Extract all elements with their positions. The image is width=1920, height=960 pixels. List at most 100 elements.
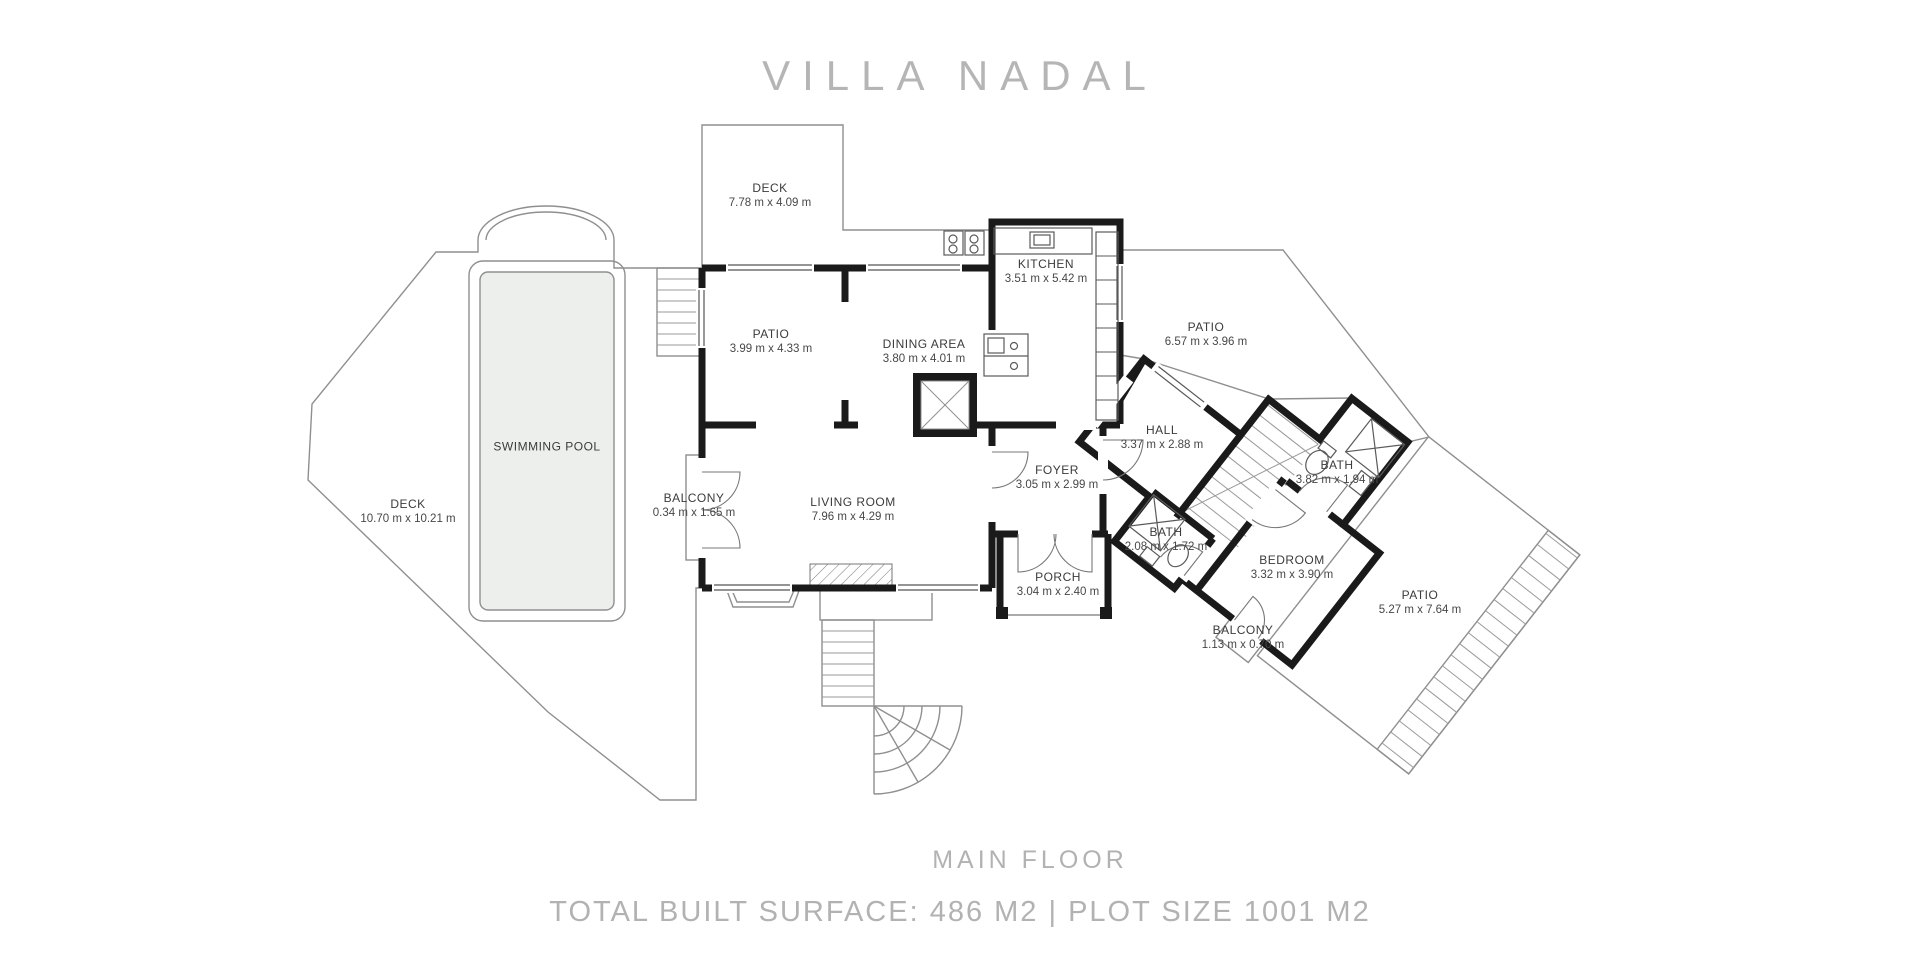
stair-fan-radial-1 — [873, 705, 919, 783]
stove-unit-2 — [964, 230, 985, 256]
island-hob — [1009, 341, 1019, 351]
opening-bedroom-door — [1244, 481, 1284, 527]
kitchen-counter-right — [1095, 231, 1119, 421]
wall-openings — [696, 262, 1125, 593]
wing-outer-wall — [1074, 354, 1413, 670]
door-bath-guest — [1160, 545, 1204, 576]
stair-fan-arc-2 — [873, 705, 923, 755]
kitchen-island — [983, 333, 1029, 377]
stair-tread — [1450, 654, 1483, 680]
opening-patio-dining — [840, 302, 850, 400]
pool-inner — [479, 271, 615, 611]
opening-balcony-left — [697, 458, 707, 558]
porch-column-left — [996, 607, 1008, 619]
stair-fan-arc-1 — [873, 705, 905, 737]
door-balcony-left-lower — [701, 509, 741, 549]
stair-tread — [1424, 687, 1457, 713]
stair-tread — [1485, 610, 1518, 636]
stair-tread — [1233, 443, 1287, 486]
window-gap-kitchen-right — [1114, 264, 1125, 322]
outdoor-areas — [307, 124, 1431, 801]
shower-guest — [1128, 493, 1186, 552]
stair-tread — [1502, 588, 1535, 614]
porch-column-right — [1100, 607, 1112, 619]
kitchen-counter-top — [993, 227, 1093, 255]
stair-tread — [1493, 599, 1526, 625]
deck-left-outline — [307, 205, 702, 801]
pool-arch-inner — [485, 211, 607, 241]
island-sink — [987, 337, 1005, 354]
wing-bathguest-top-wall — [1151, 489, 1216, 542]
door-balcony-right — [1234, 595, 1265, 639]
stair-tread — [1201, 484, 1255, 527]
stair-run — [821, 619, 875, 707]
counter-dividers — [1096, 255, 1118, 401]
fixtures — [943, 227, 1119, 421]
stairs-run-treads — [822, 630, 874, 698]
window-gap-patio-top — [726, 262, 814, 273]
window-gap-living-1 — [712, 582, 792, 593]
door-living-foyer — [991, 451, 1029, 489]
door-bath-main — [1299, 477, 1349, 513]
patio-right-stairs-treads — [1381, 532, 1578, 768]
wing-fixtures — [1128, 417, 1406, 568]
opening-foyer-top — [1056, 420, 1096, 430]
opening-hall-left — [1088, 375, 1134, 429]
stair-tread — [1528, 555, 1561, 581]
stair-tread — [1519, 566, 1552, 592]
wing-openings — [1088, 361, 1334, 646]
hall-stairs-treads — [1185, 402, 1319, 548]
stair-tread — [1511, 577, 1544, 603]
stair-tread — [1416, 698, 1449, 724]
wing-doors — [1160, 477, 1349, 639]
window-gap-hall-top — [1149, 361, 1210, 412]
patio-right-stairs-box — [1376, 529, 1581, 775]
stair-tread — [1433, 676, 1466, 702]
window-gap-living-2 — [896, 582, 980, 593]
stair-tread — [1459, 643, 1492, 669]
opening-living-foyer — [987, 446, 997, 522]
burner — [948, 244, 958, 254]
window-line — [1158, 366, 1205, 403]
stair-tread — [1476, 621, 1509, 647]
opening-patio-living — [756, 420, 834, 430]
stove-unit-1 — [943, 230, 964, 256]
shower-guest-cross — [1128, 518, 1186, 527]
sink-guest — [1138, 545, 1161, 567]
stair-tread — [1399, 720, 1432, 746]
kitchen-sink — [1029, 231, 1055, 249]
door-porch-left — [1017, 533, 1057, 573]
stair-tread — [1265, 402, 1319, 445]
kitchen-sink-basin — [1033, 234, 1051, 246]
stairs-left-treads — [657, 278, 702, 346]
stair-tread — [1185, 505, 1239, 548]
stair-tread — [1257, 413, 1311, 456]
window-gap-dining-top — [866, 262, 962, 273]
doors — [701, 439, 1144, 573]
burner — [969, 244, 979, 254]
stair-tread — [1241, 433, 1295, 476]
stair-tread — [1381, 742, 1414, 768]
stair-tread — [1467, 632, 1501, 658]
shower-main — [1344, 417, 1406, 479]
toilet-main-tank — [1317, 440, 1338, 459]
stair-fan-arc-4 — [873, 705, 963, 795]
fireplace — [809, 563, 893, 589]
opening-dining-living — [858, 420, 954, 430]
elevator-cross — [920, 380, 970, 430]
wing-windows — [1154, 366, 1205, 408]
elevator — [913, 373, 977, 437]
opening-balcony-right — [1229, 614, 1265, 646]
deck-top-outline — [701, 124, 993, 268]
stair-fan-radial-2 — [873, 705, 951, 751]
page-title: VILLA NADAL — [762, 52, 1158, 99]
patio-upper-outline — [1119, 249, 1431, 443]
burner — [948, 234, 958, 244]
burner — [969, 234, 979, 244]
window-gap-patio-left — [696, 288, 707, 348]
pool-outer — [468, 260, 626, 622]
toilet-guest — [1167, 544, 1189, 568]
floor-label: MAIN FLOOR — [932, 846, 1128, 874]
